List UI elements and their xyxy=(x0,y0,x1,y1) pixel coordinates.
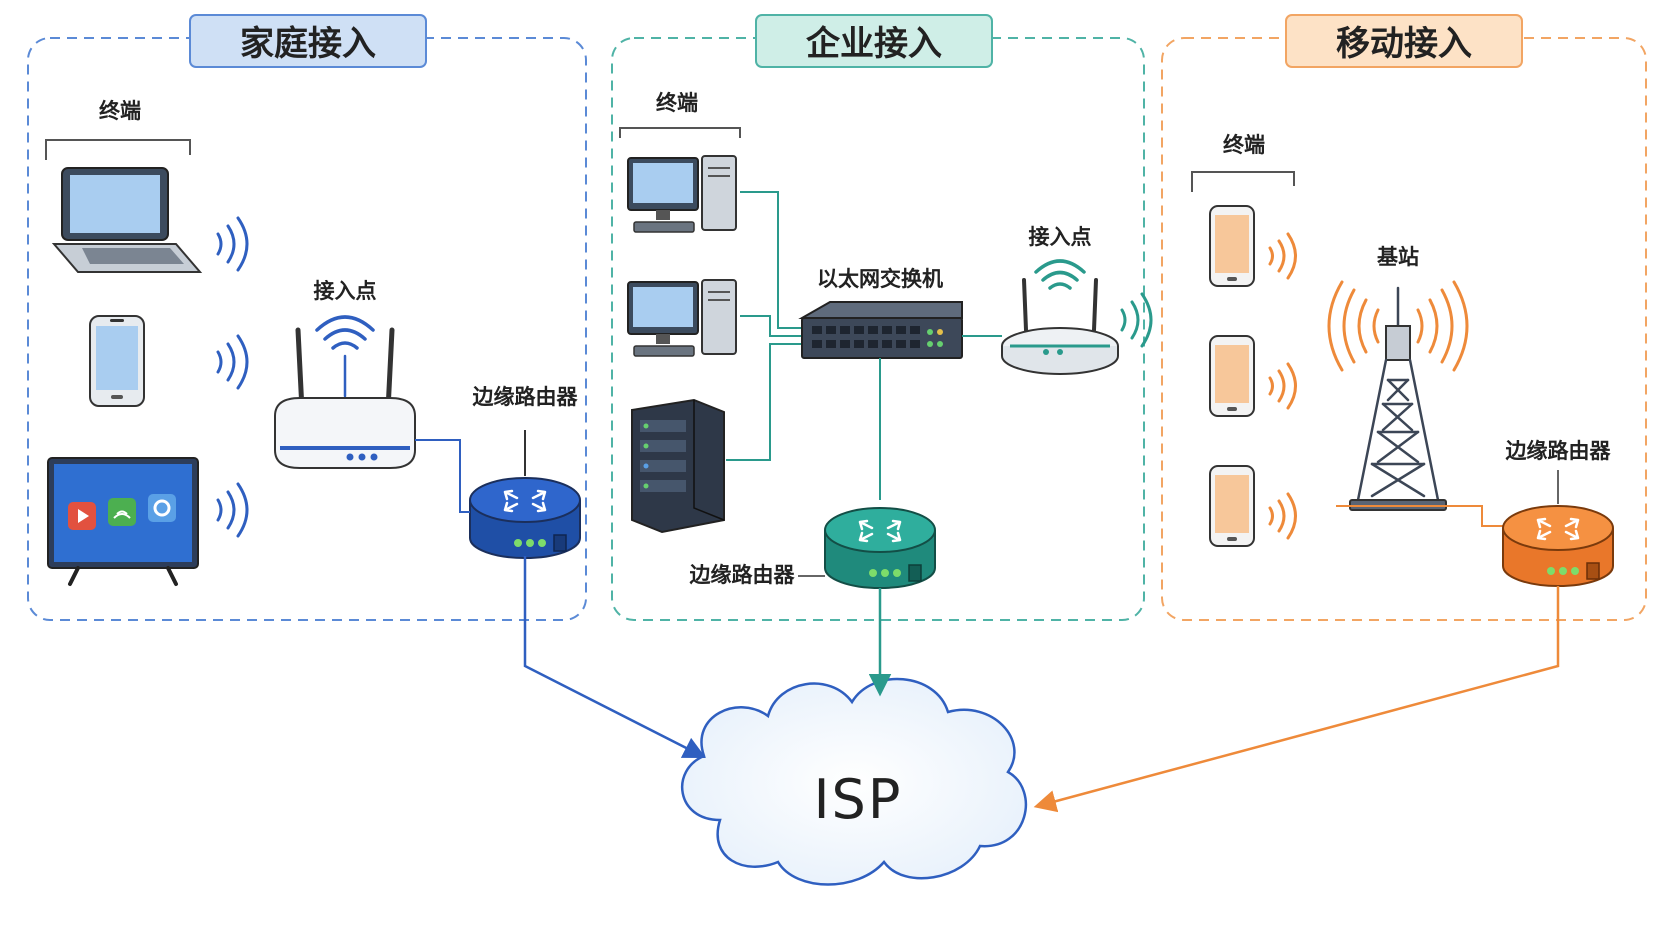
home-access-point-label: 接入点 xyxy=(314,279,377,303)
enterprise-title-tag xyxy=(755,14,993,68)
smartphone-icon xyxy=(1209,335,1255,417)
base-station-tower-icon xyxy=(1349,286,1447,511)
home-edge-router-icon xyxy=(469,477,581,559)
home-terminals-label: 终端 xyxy=(99,99,141,123)
home-ap-to-router-link xyxy=(415,439,470,513)
smart-tv-icon xyxy=(47,457,199,586)
home-uplink-arrow xyxy=(523,556,707,759)
enterprise-terminals-bracket xyxy=(619,127,741,138)
mobile-edge-router-label: 边缘路由器 xyxy=(1506,439,1612,463)
server-icon xyxy=(631,398,725,534)
home-terminals-group: 终端 xyxy=(45,99,191,160)
enterprise-edge-router-icon xyxy=(824,507,936,589)
home-section: 家庭接入 xyxy=(27,14,587,621)
mobile-title-tag xyxy=(1285,14,1523,68)
mobile-section-title: 移动接入 xyxy=(1336,24,1472,64)
enterprise-edge-router-label: 边缘路由器 xyxy=(690,563,796,587)
smartphone-icon xyxy=(1209,205,1255,287)
enterprise-access-point-label: 接入点 xyxy=(1029,225,1092,249)
mobile-edge-router-icon xyxy=(1502,505,1614,587)
desktop-pc-icon xyxy=(627,279,737,357)
mobile-terminals-group: 终端 xyxy=(1191,133,1295,192)
ethernet-switch-label: 以太网交换机 xyxy=(817,267,943,291)
mobile-phone3-signal-icon xyxy=(1268,492,1297,540)
home-wifi-router-icon xyxy=(274,327,416,469)
home-terminals-bracket xyxy=(45,139,191,160)
isp-label: ISP xyxy=(814,768,903,831)
mobile-section: 移动接入 xyxy=(1161,14,1647,621)
ethernet-switch-icon xyxy=(798,301,963,359)
home-laptop-wifi-icon xyxy=(216,216,249,272)
home-section-title: 家庭接入 xyxy=(240,24,376,64)
laptop-icon xyxy=(51,167,203,273)
home-access-point-wifi-icon xyxy=(315,315,375,398)
base-station-to-router-link xyxy=(1336,505,1504,527)
enterprise-terminals-group: 终端 xyxy=(619,91,741,138)
enterprise-wifi-router-icon xyxy=(1001,278,1119,375)
smartphone-icon xyxy=(89,315,145,407)
mobile-phone1-signal-icon xyxy=(1268,232,1297,280)
home-phone-wifi-icon xyxy=(216,334,249,390)
home-tv-wifi-icon xyxy=(216,482,249,538)
base-station-signal-icon xyxy=(1327,280,1469,372)
home-edge-router-label: 边缘路由器 xyxy=(473,385,579,409)
mobile-terminals-bracket xyxy=(1191,171,1295,192)
mobile-phone2-signal-icon xyxy=(1268,362,1297,410)
enterprise-terminal-links xyxy=(726,191,806,461)
mobile-uplink-arrow xyxy=(1033,586,1560,813)
enterprise-section: 企业接入 xyxy=(611,14,1145,621)
base-station-label: 基站 xyxy=(1377,245,1419,269)
isp-cloud: ISP xyxy=(680,677,1028,886)
enterprise-section-title: 企业接入 xyxy=(806,24,942,64)
desktop-pc-icon xyxy=(627,155,737,233)
isp-cloud-shape xyxy=(680,677,1028,886)
smartphone-icon xyxy=(1209,465,1255,547)
enterprise-access-point-wifi-icon xyxy=(1034,259,1086,290)
mobile-terminals-label: 终端 xyxy=(1223,133,1265,157)
enterprise-terminals-label: 终端 xyxy=(656,91,698,115)
enterprise-ap-signal-icon xyxy=(1120,292,1153,348)
mobile-section-border xyxy=(1161,37,1647,621)
home-title-tag xyxy=(189,14,427,68)
